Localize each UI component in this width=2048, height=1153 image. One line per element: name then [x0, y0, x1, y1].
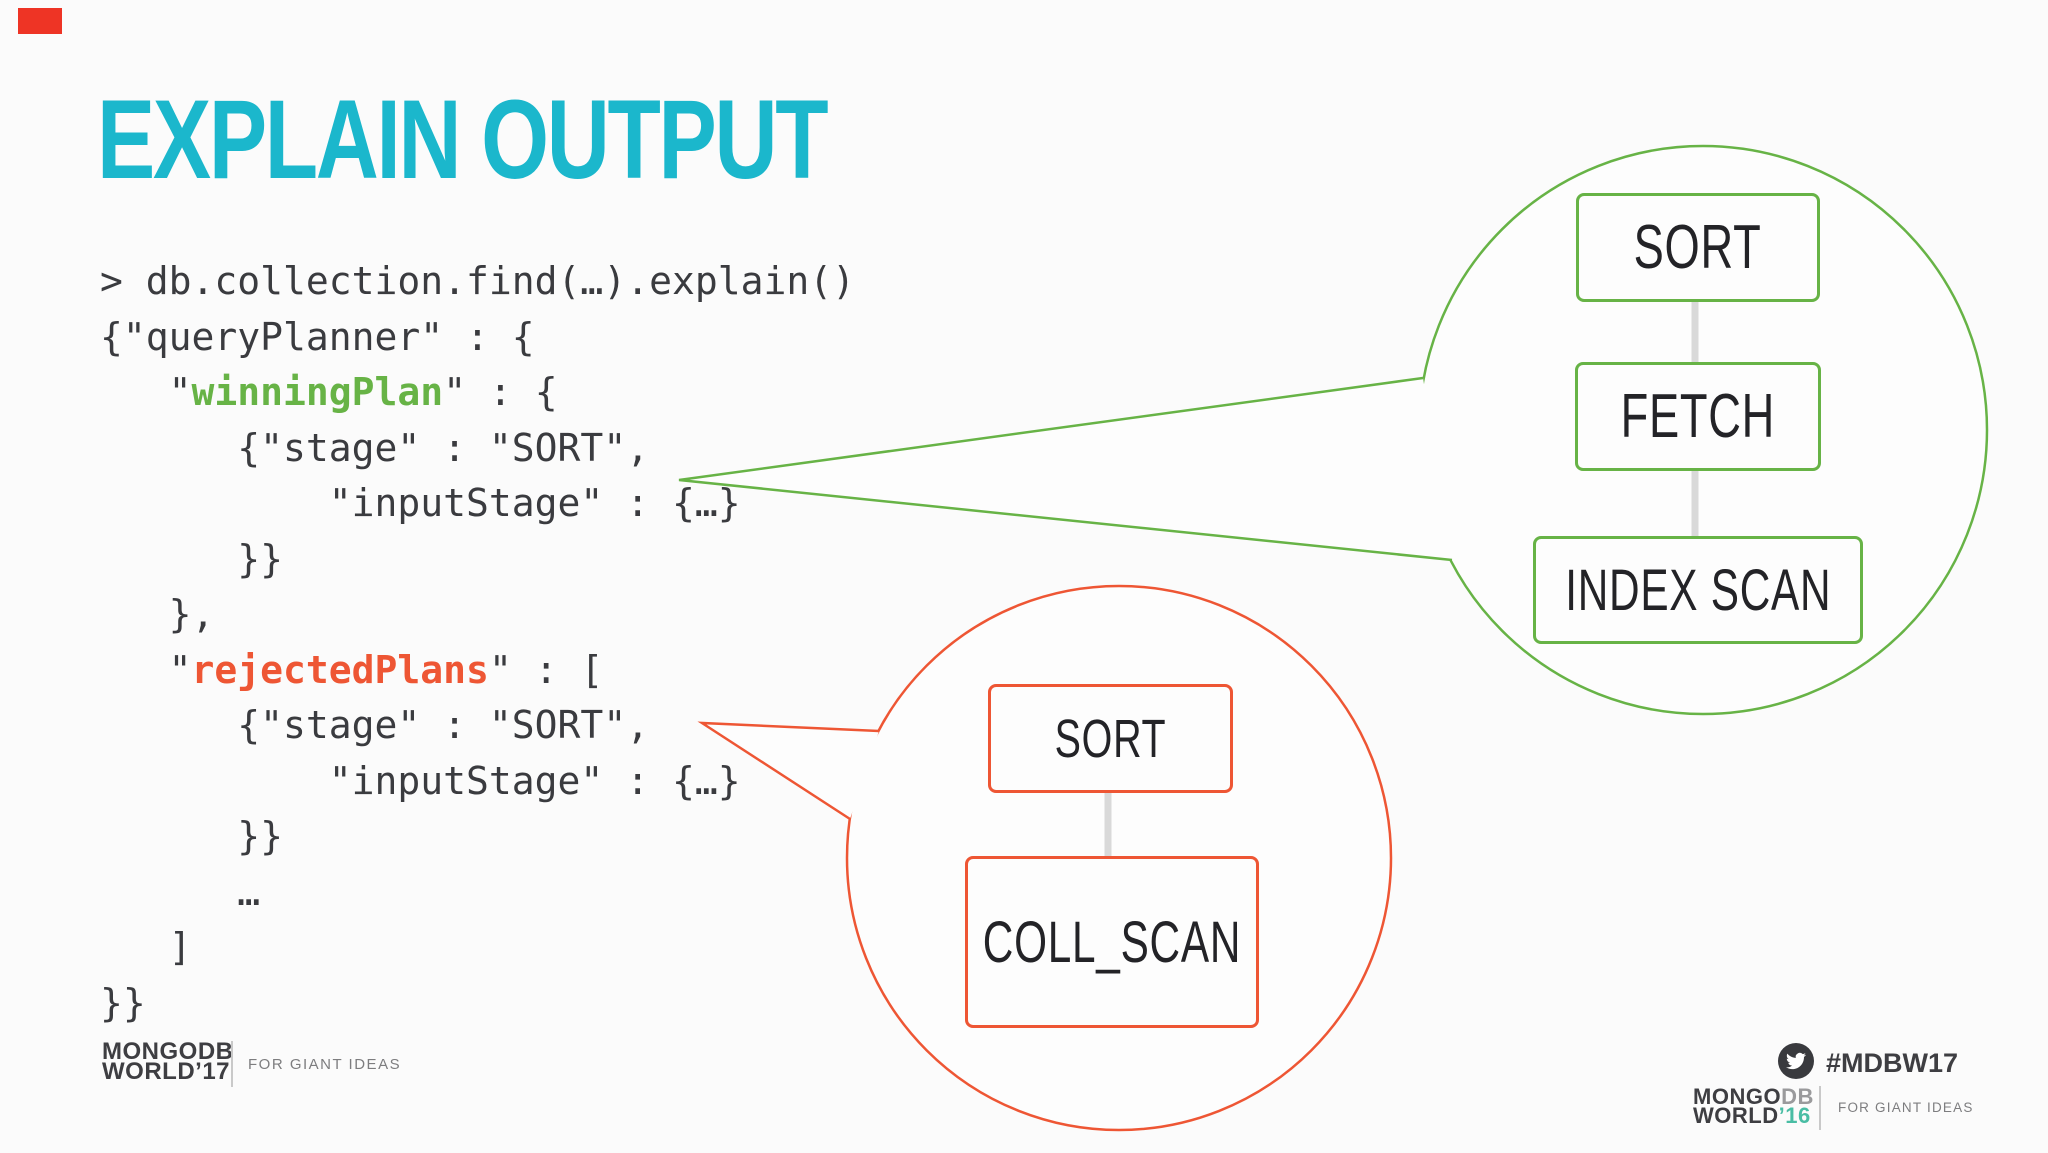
code-block: > db.collection.find(…).explain() {"query… — [100, 254, 855, 1031]
plan-node-sort-rejected: SORT — [988, 684, 1233, 793]
mongodb-world16-logo: MONGODB WORLD’16 — [1693, 1084, 1814, 1128]
code-line: > db.collection.find(…).explain() — [100, 259, 855, 303]
plan-node-label: FETCH — [1620, 382, 1776, 451]
plan-node-label: COLL_SCAN — [982, 909, 1242, 975]
code-line: }} — [100, 980, 146, 1025]
twitter-bird-icon — [1786, 1052, 1806, 1070]
code-line: "inputStage" : {…} — [100, 481, 741, 525]
slide-accent-tab — [18, 8, 62, 34]
plan-node-label: INDEX SCAN — [1564, 557, 1832, 623]
footer-tagline: FOR GIANT IDEAS — [248, 1056, 402, 1073]
code-line: "inputStage" : {…} — [100, 758, 741, 803]
footer-divider — [231, 1041, 233, 1087]
plan-node-index-scan: INDEX SCAN — [1533, 536, 1863, 644]
plan-node-label: SORT — [1054, 708, 1167, 769]
code-line: "winningPlan" : { — [100, 370, 558, 414]
logo-line1: MONGODB — [1693, 1084, 1814, 1109]
code-line: … — [100, 869, 261, 914]
plan-node-coll-scan: COLL_SCAN — [965, 856, 1259, 1028]
mongodb-world17-logo: MONGODB WORLD’17 — [102, 1038, 234, 1085]
code-line: }, — [100, 592, 215, 636]
event-hashtag: #MDBW17 — [1826, 1048, 1959, 1078]
logo-line2: WORLD’17 — [102, 1058, 231, 1085]
page-title: EXPLAIN OUTPUT — [97, 77, 829, 202]
plan-node-label: SORT — [1634, 213, 1762, 282]
footer-divider — [1819, 1086, 1821, 1130]
code-line: {"queryPlanner" : { — [100, 314, 535, 359]
code-line: }} — [100, 536, 284, 581]
logo-line1: MONGODB — [102, 1038, 234, 1065]
footer-tagline: FOR GIANT IDEAS — [1838, 1100, 1974, 1115]
code-line: {"stage" : "SORT", — [100, 703, 650, 747]
twitter-badge — [1778, 1043, 1814, 1079]
code-line: }} — [100, 814, 284, 858]
code-line: {"stage" : "SORT", — [100, 425, 650, 470]
plan-node-sort-winning: SORT — [1576, 193, 1820, 302]
code-line: ] — [100, 925, 192, 969]
logo-line2: WORLD’16 — [1693, 1103, 1811, 1128]
plan-node-fetch: FETCH — [1575, 362, 1821, 471]
code-line: "rejectedPlans" : [ — [100, 647, 604, 692]
